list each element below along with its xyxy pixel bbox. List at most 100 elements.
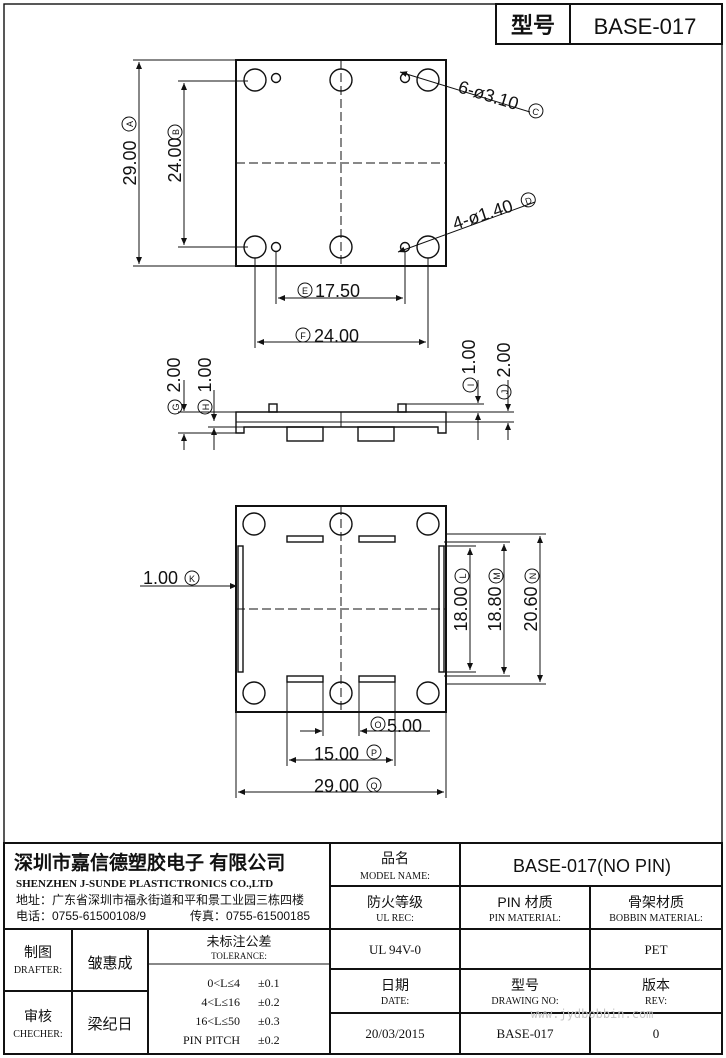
side-view: 2.00 G 1.00 H 1.00 I 2.00 J <box>164 339 514 450</box>
big-hole <box>416 681 440 705</box>
watermark: www.jydbobbin.com <box>531 1007 654 1021</box>
tag-g: G <box>171 403 181 410</box>
model-name-label-en: MODEL NAME: <box>360 871 430 882</box>
dim-big-span: 24.00 <box>314 326 359 346</box>
tolerance-label-cn: 未标注公差 <box>206 934 271 949</box>
dim-1880: 18.80 <box>485 586 505 631</box>
tolerance-range: 4<L≤16 <box>201 995 240 1009</box>
big-hole <box>329 681 353 705</box>
header-model-value: BASE-017 <box>594 14 697 39</box>
bobbin-material-value: PET <box>644 942 667 957</box>
drafter-name: 皱惠成 <box>87 955 132 972</box>
dim-height-inner: 24.00 <box>165 137 185 182</box>
dim-slot-width: 1.00 <box>143 568 178 588</box>
date-value: 20/03/2015 <box>365 1026 424 1041</box>
title-block: 深圳市嘉信德塑胶电子 有限公司 SHENZHEN J-SUNDE PLASTIC… <box>3 842 723 1055</box>
tag-l: L <box>458 573 468 578</box>
header-block: 型号 BASE-017 <box>495 3 723 45</box>
small-hole <box>270 72 282 84</box>
company-fax: 传真：0755-61500185 <box>190 908 310 923</box>
dim-height-outer: 29.00 <box>120 140 140 185</box>
dim-pad-span: 15.00 <box>314 744 359 764</box>
drafter-label-cn: 制图 <box>24 944 52 960</box>
big-hole <box>416 68 440 92</box>
dim-left-inner: 1.00 <box>195 357 215 392</box>
company-phone: 电话：0755-61500108/9 <box>16 909 146 923</box>
tag-d: D <box>524 195 534 207</box>
dim-small-span: 17.50 <box>315 281 360 301</box>
dim-pad: 5.00 <box>387 716 422 736</box>
dim-left-outer: 2.00 <box>164 357 184 392</box>
model-name-value: BASE-017(NO PIN) <box>513 856 671 876</box>
tag-j: J <box>500 390 510 395</box>
big-hole <box>416 512 440 536</box>
company-address: 地址：广东省深圳市福永街道和平和景工业园三栋四楼 <box>16 892 304 907</box>
tag-o: O <box>374 720 381 730</box>
side-pad-right <box>357 426 395 442</box>
tag-p: P <box>371 748 377 758</box>
big-hole <box>329 235 353 259</box>
tolerance-value: ±0.1 <box>258 976 280 990</box>
pad <box>358 675 396 683</box>
big-hole <box>242 512 266 536</box>
tag-c: C <box>531 106 541 118</box>
side-slot-left <box>237 545 244 673</box>
side-boss-left <box>268 403 278 413</box>
dim-width: 29.00 <box>314 776 359 796</box>
drafter-label-en: DRAFTER: <box>14 965 62 976</box>
pin-material-label-en: PIN MATERIAL: <box>489 913 561 924</box>
dim-big-holes: 6-ø3.10 <box>456 77 521 114</box>
big-hole <box>242 681 266 705</box>
tolerance-value: ±0.2 <box>258 1033 280 1047</box>
side-boss-right <box>397 403 407 413</box>
tolerance-value: ±0.3 <box>258 1014 280 1028</box>
tag-f: F <box>300 331 306 341</box>
rev-label-en: REV: <box>645 996 667 1007</box>
pad <box>286 675 324 683</box>
tag-q: Q <box>370 781 377 791</box>
tolerance-label-en: TOLERANCE: <box>211 951 267 961</box>
bottom-view: 1.00 K 18.00 L 18.80 M 20.60 N <box>140 505 546 798</box>
pin-material-label-cn: PIN 材质 <box>497 894 552 910</box>
dim-18: 18.00 <box>451 586 471 631</box>
rev-label-cn: 版本 <box>642 977 670 993</box>
bobbin-material-label-en: BOBBIN MATERIAL: <box>609 913 703 924</box>
dim-right-inner: 1.00 <box>459 339 479 374</box>
big-hole <box>416 235 440 259</box>
pad <box>286 535 324 543</box>
tag-i: I <box>466 384 476 387</box>
dim-small-holes: 4-ø1.40 <box>450 196 515 234</box>
side-pad-left <box>286 426 324 442</box>
dim-right-outer: 2.00 <box>494 342 514 377</box>
side-slot-right <box>438 545 445 673</box>
bobbin-material-label-cn: 骨架材质 <box>628 894 684 910</box>
tolerance-range: 0<L≤4 <box>207 976 240 990</box>
company-name-en: SHENZHEN J-SUNDE PLASTICTRONICS CO.,LTD <box>16 878 273 890</box>
ul-value: UL 94V-0 <box>369 942 421 957</box>
drawing-label-en: DRAWING NO: <box>491 996 558 1007</box>
model-name-label-cn: 品名 <box>381 850 409 866</box>
tag-k: K <box>189 574 195 584</box>
ul-label-en: UL REC: <box>376 913 414 924</box>
tag-b: B <box>171 129 181 135</box>
tag-m: M <box>492 572 502 580</box>
tag-a: A <box>125 121 135 127</box>
tag-n: N <box>528 573 538 580</box>
checker-name: 梁纪日 <box>87 1016 132 1033</box>
tolerance-range: 16<L≤50 <box>195 1014 240 1028</box>
drawing-label-cn: 型号 <box>511 977 539 993</box>
date-label-en: DATE: <box>381 996 409 1007</box>
header-model-label: 型号 <box>511 13 555 38</box>
pad <box>358 535 396 543</box>
big-hole <box>329 68 353 92</box>
drawing-value: BASE-017 <box>496 1026 554 1041</box>
checker-label-en: CHECHER: <box>13 1029 62 1040</box>
top-view: 6-ø3.10 C 4-ø1.40 D 29.00 A 24.00 B <box>120 59 544 348</box>
tolerance-value: ±0.2 <box>258 995 280 1009</box>
company-name-cn: 深圳市嘉信德塑胶电子 有限公司 <box>14 851 285 874</box>
ul-label-cn: 防火等级 <box>367 894 423 910</box>
small-hole <box>270 241 282 253</box>
tolerance-range: PIN PITCH <box>183 1033 240 1047</box>
big-hole <box>243 68 267 92</box>
